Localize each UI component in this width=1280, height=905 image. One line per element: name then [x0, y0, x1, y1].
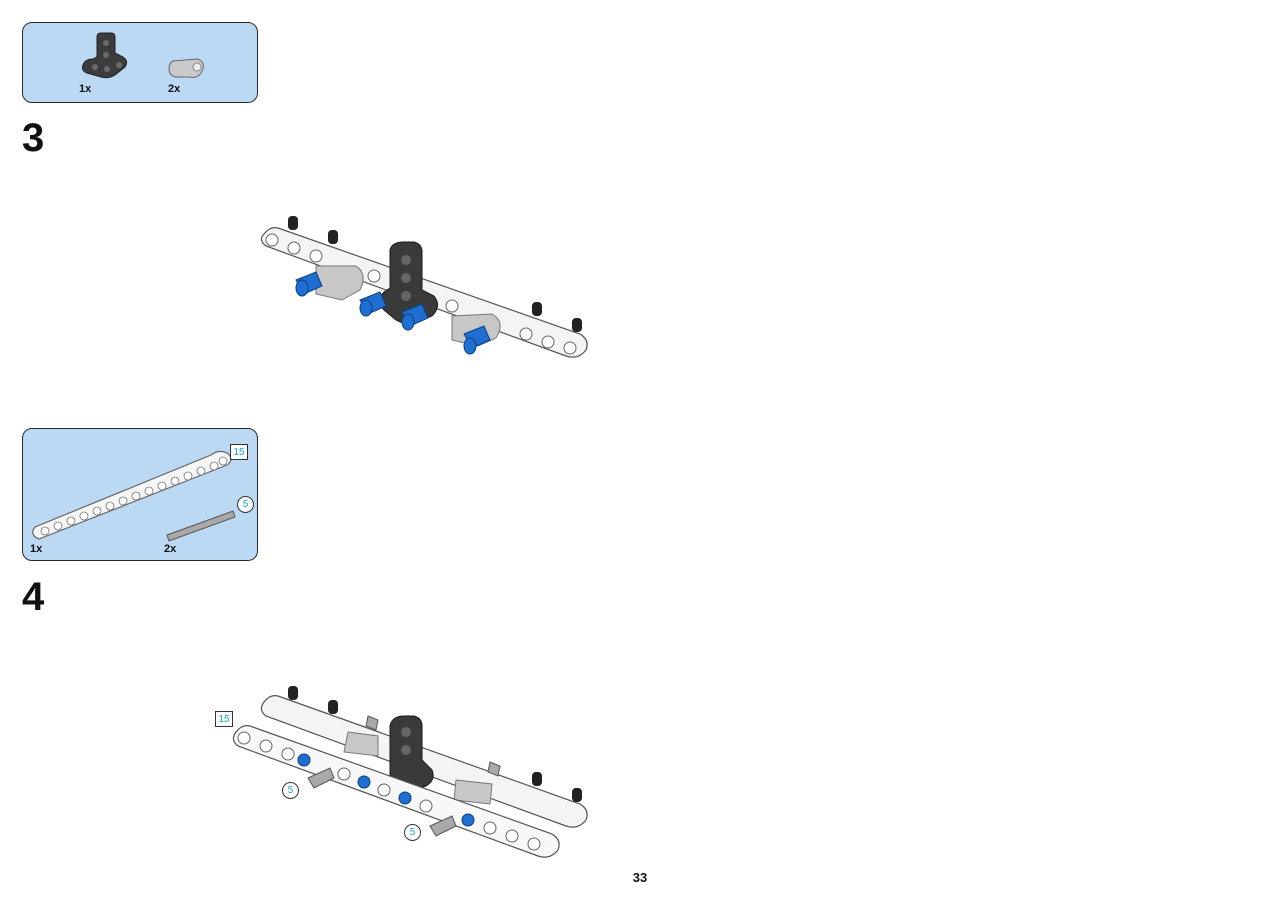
step-4-number: 4 [22, 575, 45, 619]
step-3-number: 3 [22, 116, 45, 160]
axle-5-length-callout: 5 [237, 496, 254, 513]
step-3-parts-box: 1x 2x [22, 22, 258, 103]
step-4-beam-15-callout: 15 [215, 711, 233, 727]
step-4-assembly-image [232, 686, 588, 858]
connector-qty: 2x [168, 83, 181, 95]
beam-15-part-image [32, 450, 232, 540]
axle-5-qty: 2x [164, 543, 177, 555]
step-4-axle-5-callout-right: 5 [404, 824, 421, 841]
step-3-assembly-image [260, 216, 588, 358]
step-4-parts-box: 15 5 1x 2x [22, 428, 258, 561]
page-number: 33 [632, 870, 648, 885]
axle-5-part-image [166, 510, 236, 542]
step-4-axle-5-callout-left: 5 [282, 782, 299, 799]
beam-15-length-callout: 15 [230, 444, 248, 460]
t-beam-qty: 1x [79, 83, 92, 95]
beam-15-qty: 1x [30, 543, 43, 555]
t-beam-part-image [82, 32, 204, 79]
